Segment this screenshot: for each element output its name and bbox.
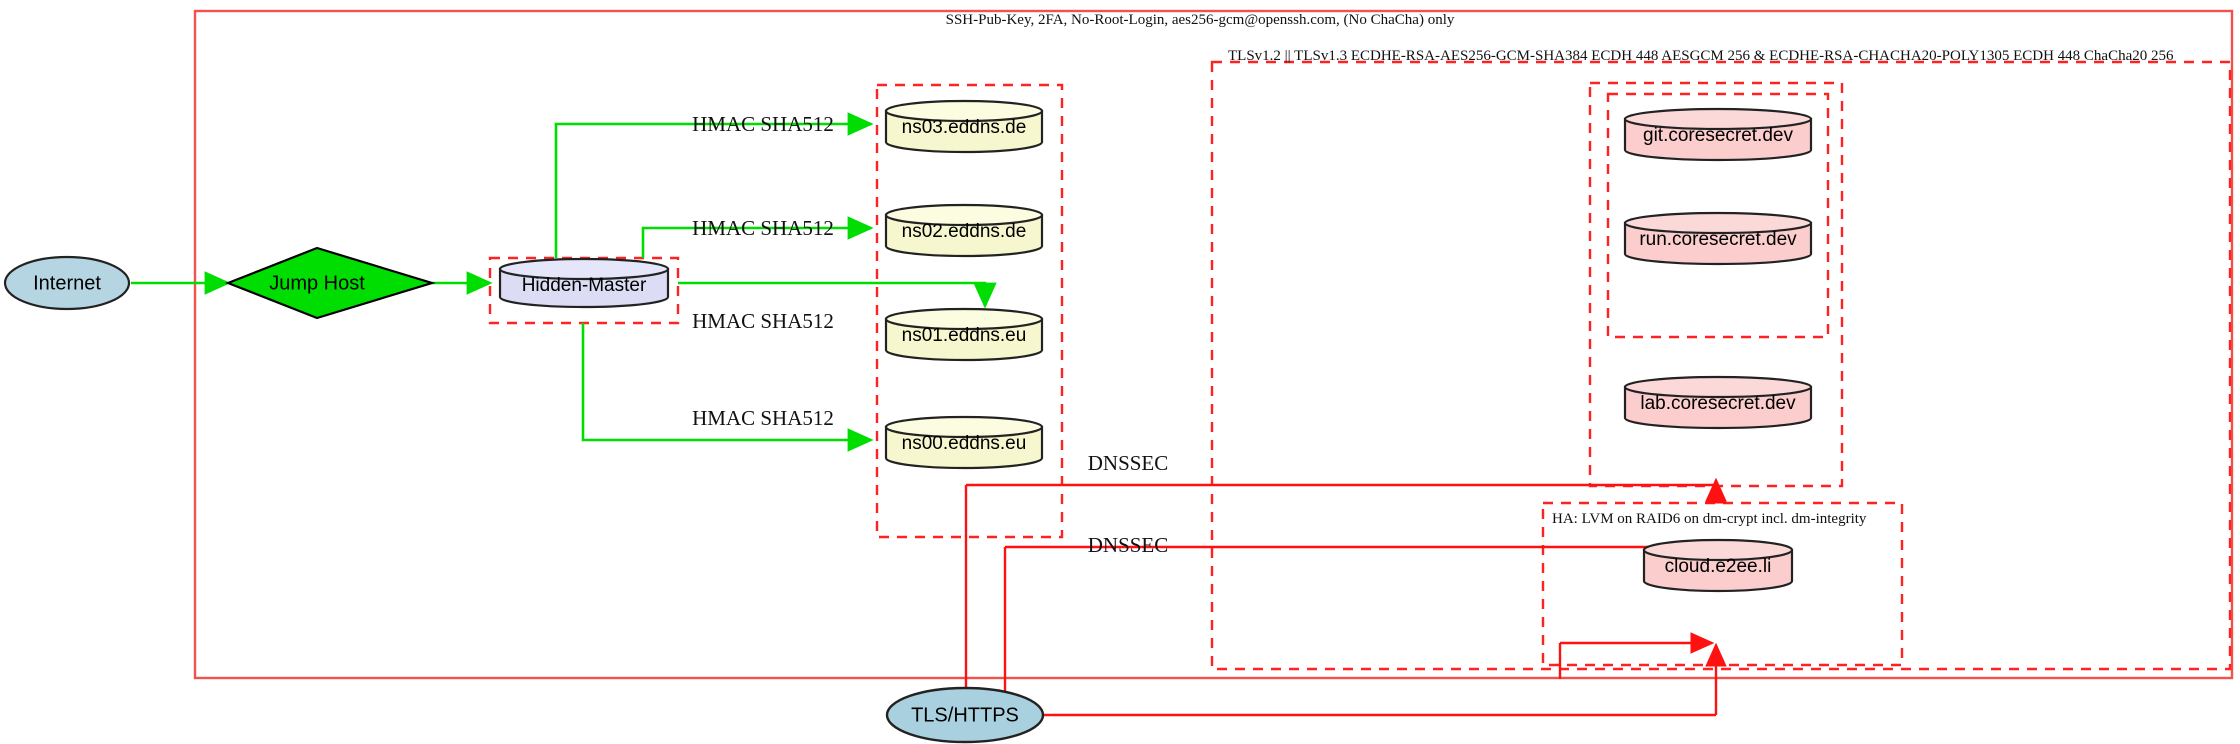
node-git-coresecret[interactable]: git.coresecret.dev — [1623, 107, 1813, 162]
edge-label-hmac-ns00: HMAC SHA512 — [692, 406, 834, 430]
boundary-tls-zone-label: TLSv1.2 || TLSv1.3 ECDHE-RSA-AES256-GCM-… — [1228, 48, 2174, 64]
node-cloud-body — [1642, 548, 1794, 593]
boundary-ha-zone — [1541, 501, 1904, 667]
node-internet[interactable]: Internet — [3, 255, 131, 311]
node-hidden-master-top — [498, 257, 670, 281]
node-tls-https[interactable]: TLS/HTTPS — [885, 686, 1045, 744]
node-tls-https-label: TLS/HTTPS — [911, 704, 1019, 726]
node-lab-top — [1623, 375, 1813, 399]
node-ns03-label: ns03.eddns.de — [902, 117, 1027, 138]
node-git-label: git.coresecret.dev — [1643, 125, 1793, 146]
node-internet-shape — [3, 255, 131, 311]
node-ns01-label: ns01.eddns.eu — [902, 325, 1027, 346]
boundary-tls-zone — [1210, 60, 2232, 671]
edge-hiddenmaster-to-ns02 — [641, 216, 874, 258]
edge-hiddenmaster-to-ns01 — [678, 281, 997, 309]
node-jump-host[interactable]: Jump Host — [224, 246, 436, 320]
boundary-ssh-zone-label: SSH-Pub-Key, 2FA, No-Root-Login, aes256-… — [946, 12, 1455, 28]
boundary-ha-zone-label: HA: LVM on RAID6 on dm-crypt incl. dm-in… — [1552, 511, 1867, 527]
node-run-body — [1623, 221, 1813, 266]
edge-label-hmac-ns01: HMAC SHA512 — [692, 309, 834, 333]
edge-label-dnssec-upper: DNSSEC — [1088, 451, 1169, 475]
node-git-top — [1623, 107, 1813, 131]
node-ns02-label: ns02.eddns.de — [902, 221, 1027, 242]
node-ns02-top — [884, 203, 1044, 227]
node-ns03-top — [884, 99, 1044, 123]
boundary-dns-zone — [875, 83, 1064, 539]
node-cloud-top — [1642, 538, 1794, 562]
edge-label-hmac-ns03: HMAC SHA512 — [692, 112, 834, 136]
node-ns01[interactable]: ns01.eddns.eu — [884, 307, 1044, 362]
node-run-top — [1623, 211, 1813, 235]
node-ns01-body — [884, 317, 1044, 362]
node-jump-host-shape — [224, 246, 436, 320]
node-run-coresecret[interactable]: run.coresecret.dev — [1623, 211, 1813, 266]
node-ns00-top — [884, 415, 1044, 439]
node-lab-coresecret[interactable]: lab.coresecret.dev — [1623, 375, 1813, 430]
node-ns03-body — [884, 109, 1044, 154]
boundary-ssh-zone — [193, 9, 2234, 680]
node-internet-label: Internet — [33, 272, 101, 294]
node-cloud-e2ee[interactable]: cloud.e2ee.li — [1642, 538, 1794, 593]
node-ns00-body — [884, 425, 1044, 470]
node-lab-body — [1623, 385, 1813, 430]
node-tls-https-shape — [885, 686, 1045, 744]
node-git-body — [1623, 117, 1813, 162]
node-ns03[interactable]: ns03.eddns.de — [884, 99, 1044, 154]
node-cloud-label: cloud.e2ee.li — [1665, 556, 1772, 577]
edge-hiddenmaster-to-ns03 — [554, 112, 874, 258]
node-lab-label: lab.coresecret.dev — [1640, 393, 1796, 414]
node-hidden-master[interactable]: Hidden-Master — [498, 257, 670, 309]
node-ns00-label: ns00.eddns.eu — [902, 433, 1027, 454]
boundary-gitrun-zone — [1606, 92, 1830, 339]
node-ns02[interactable]: ns02.eddns.de — [884, 203, 1044, 258]
node-run-label: run.coresecret.dev — [1639, 229, 1797, 250]
node-ns02-body — [884, 213, 1044, 258]
edge-label-hmac-ns02: HMAC SHA512 — [692, 216, 834, 240]
edge-hiddenmaster-to-ns00 — [581, 323, 874, 452]
node-ns00[interactable]: ns00.eddns.eu — [884, 415, 1044, 470]
edge-label-dnssec-lower: DNSSEC — [1088, 533, 1169, 557]
node-ns01-top — [884, 307, 1044, 331]
node-jump-host-label: Jump Host — [269, 272, 365, 294]
node-hidden-master-label: Hidden-Master — [522, 275, 647, 296]
